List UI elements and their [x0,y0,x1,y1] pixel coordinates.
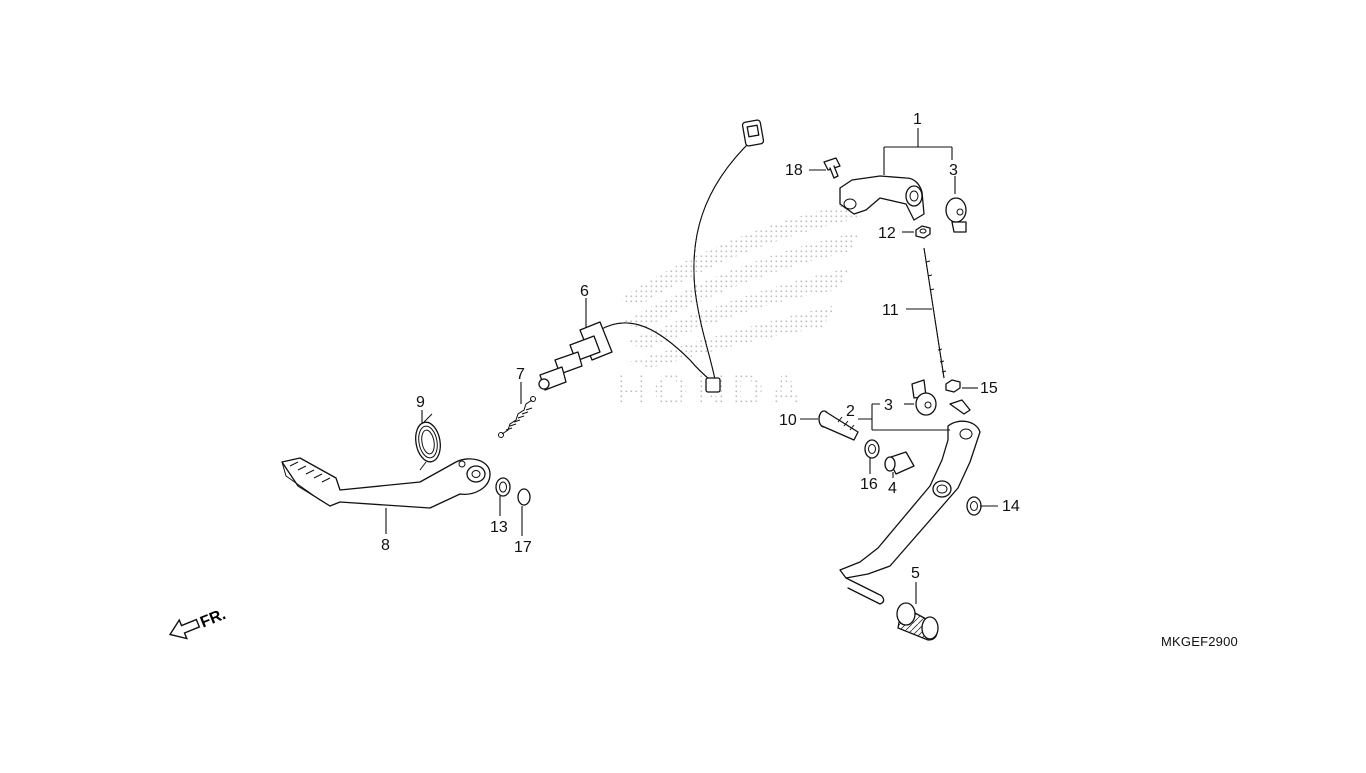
callout-14: 14 [1002,498,1020,515]
brand-watermark: HONDA [616,200,870,415]
brake-pedal-part [281,457,491,509]
callout-8: 8 [381,537,390,554]
callout-7: 7 [516,366,525,383]
callout-5: 5 [911,565,920,582]
clip-17-part [517,488,531,506]
ball-joint-3-lower-part [911,379,937,416]
washer-14-part [966,496,982,516]
callout-11: 11 [882,302,899,319]
bolt-18-part [823,157,841,179]
nut-12-part [915,225,931,239]
callout-4: 4 [888,480,897,497]
pedal-spring-part [415,413,441,471]
bolt-10-part [818,410,859,441]
shift-rod-part [923,247,947,379]
callout-10: 10 [779,412,797,429]
shift-arm-part [839,175,925,221]
callout-18: 18 [785,162,803,179]
collar-4-part [884,451,915,475]
front-marker-label: FR. [198,606,228,631]
front-arrow-icon [168,618,201,640]
callout-16: 16 [860,476,878,493]
washer-13-part [495,477,511,497]
callout-1: 1 [913,111,922,128]
callout-9: 9 [416,394,425,411]
callout-3-top: 3 [949,162,958,179]
callout-13: 13 [490,519,508,536]
gearshift-pedal-part [839,399,981,605]
leader-lines [385,128,998,604]
front-direction-marker: FR. [168,606,228,640]
callout-15: 15 [980,380,998,397]
callout-17: 17 [514,539,532,556]
callout-12: 12 [878,225,896,242]
callout-2: 2 [846,403,855,420]
washer-16-part [864,439,880,459]
diagram-code: MKGEF2900 [1161,634,1238,649]
callout-6: 6 [580,283,589,300]
return-spring-part [498,396,536,438]
callout-3-lower: 3 [884,397,893,414]
rubber-peg-5-part [896,602,939,641]
ball-joint-3-top-part [945,197,967,233]
brake-switch-part [538,119,765,393]
nut-15-part [945,379,961,393]
